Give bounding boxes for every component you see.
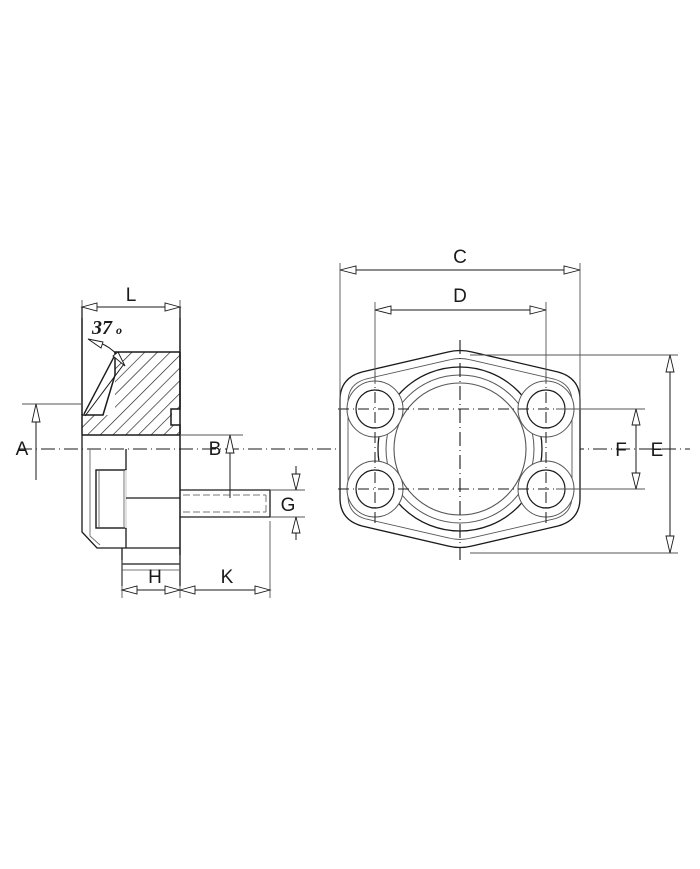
section-hatched-body: [82, 352, 180, 435]
dim-label-A: A: [16, 439, 29, 460]
lower-body-left-contour-inner: [89, 449, 101, 546]
dim-B-arrow-top: [225, 434, 235, 454]
dim-K-arrow-left: [178, 585, 196, 595]
dimension-H-K: H K: [120, 521, 272, 598]
dimension-E: E: [470, 354, 678, 554]
bolt-hole-top-left: [346, 380, 404, 438]
dim-C-arrow-right: [563, 265, 581, 275]
dim-E-arrow-top: [665, 354, 675, 373]
angle-arrow-left: [87, 338, 104, 349]
dim-L-arrow-left: [80, 302, 98, 312]
dim-G-arrow-bottom: [291, 516, 301, 534]
dim-F-arrow-top: [631, 408, 641, 426]
dimension-C: C: [339, 247, 581, 410]
dim-G-arrow-top: [291, 473, 301, 491]
dim-L-arrow-right: [164, 302, 182, 312]
lower-boss-block: [95, 469, 127, 529]
dim-H-arrow-left: [120, 585, 138, 595]
dimension-A: A: [16, 403, 82, 480]
dim-F-arrow-bottom: [631, 472, 641, 490]
angle-reference-leg: [84, 363, 125, 417]
dim-E-arrow-bottom: [665, 535, 675, 554]
dim-K-arrow-right: [254, 585, 272, 595]
dim-label-C: C: [453, 247, 467, 268]
section-body-outline: [81, 351, 180, 435]
angle-degree-symbol: o: [116, 323, 122, 337]
dimension-L: L: [80, 285, 182, 318]
dimension-F: F: [556, 408, 645, 490]
lower-body-left-contour: [81, 435, 122, 549]
dimension-G: G: [270, 466, 305, 540]
dim-label-H: H: [148, 567, 162, 588]
dim-label-G: G: [281, 495, 296, 516]
dimension-D: D: [374, 286, 547, 384]
section-side-view: L 37 o A B: [16, 285, 690, 598]
section-chamfer-wedge: [82, 352, 115, 415]
dim-C-arrow-left: [339, 265, 357, 275]
front-flange-view: C D E F: [338, 247, 678, 560]
dim-label-F: F: [615, 440, 627, 461]
dim-H-arrow-right: [164, 585, 182, 595]
dim-label-E: E: [651, 440, 664, 461]
dim-label-L: L: [126, 285, 137, 306]
dim-D-arrow-left: [374, 305, 392, 315]
angle-arrow-right: [112, 351, 126, 367]
bolt-hole-bottom-left: [346, 460, 404, 518]
dim-label-D: D: [453, 286, 467, 307]
dim-A-arrow-top: [31, 403, 41, 423]
dimension-B: B: [180, 434, 243, 498]
dim-label-B: B: [209, 439, 222, 460]
angle-callout-37: 37 o: [84, 317, 126, 417]
angle-value-37: 37: [91, 317, 113, 339]
dim-D-arrow-right: [529, 305, 547, 315]
seat-cone-face-line: [83, 352, 117, 415]
dim-label-K: K: [221, 567, 234, 588]
